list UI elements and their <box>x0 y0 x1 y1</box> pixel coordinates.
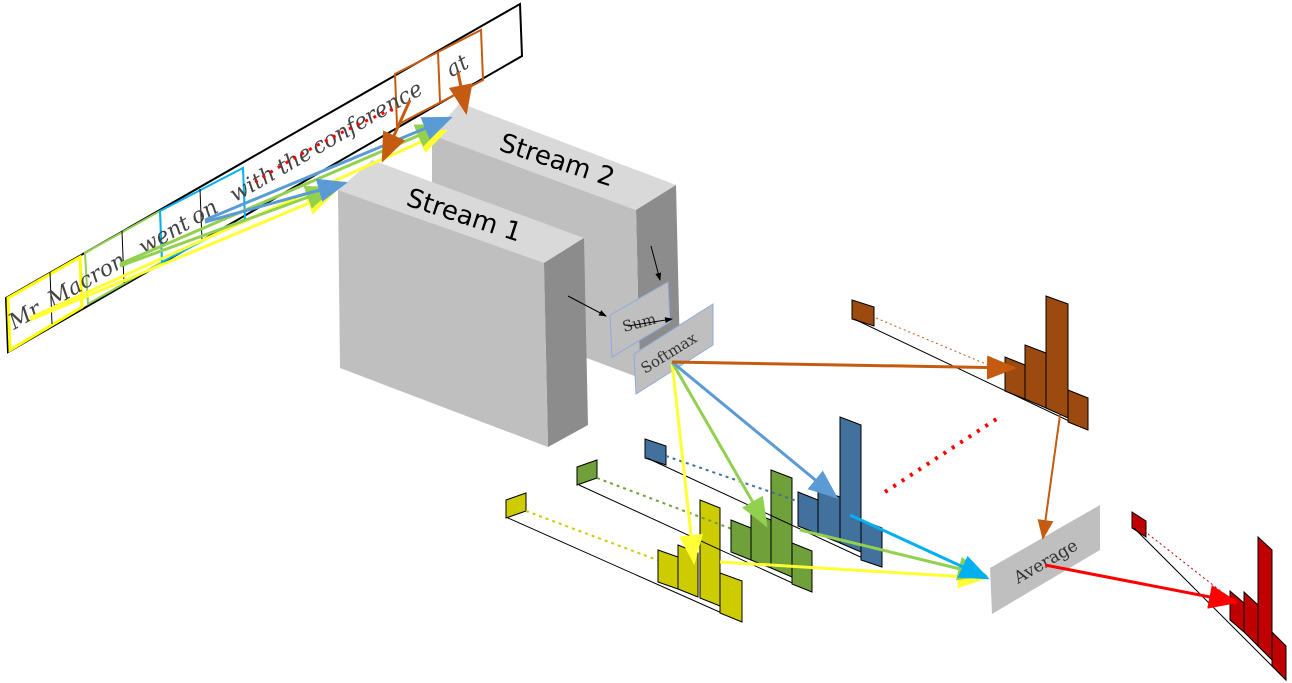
softmax-arrows <box>670 355 1239 609</box>
ellipsis-dots <box>883 416 1000 494</box>
histogram-red <box>1131 511 1287 682</box>
softmax-block: Softmax <box>633 303 714 395</box>
stream-1-block: Stream 1 <box>338 160 588 447</box>
window-brown <box>393 28 485 127</box>
sum-block: Sum <box>609 281 671 358</box>
histogram-yellow <box>505 492 743 623</box>
input-arrows <box>29 71 473 322</box>
window-yellow <box>6 254 84 353</box>
histogram-brown <box>851 295 1089 431</box>
